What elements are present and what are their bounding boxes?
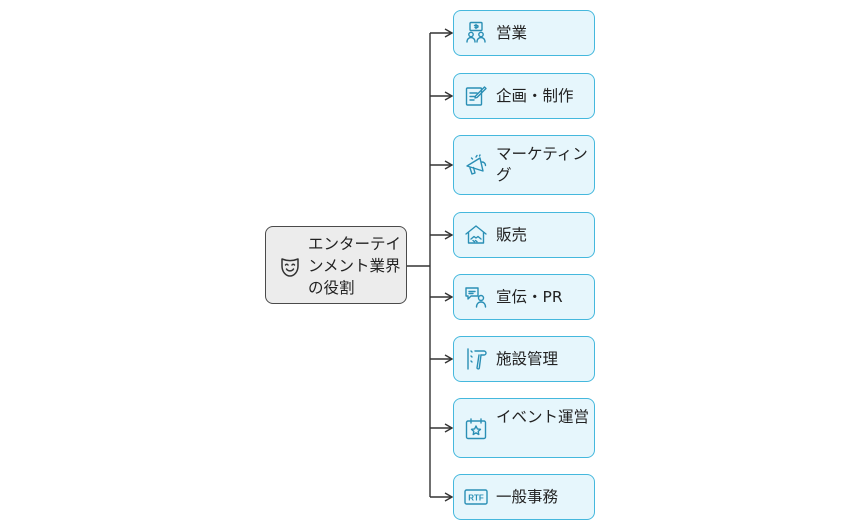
root-node: エンターテインメント業界の役割 [265, 226, 407, 304]
hammer-tool-icon [464, 347, 488, 371]
theater-mask-icon [278, 255, 302, 279]
calendar-star-icon [464, 417, 488, 441]
rtf-document-icon: RTF [464, 485, 488, 509]
megaphone-icon [464, 154, 488, 178]
node-label: 宣伝・PR [496, 288, 563, 306]
people-money-icon [464, 21, 488, 45]
node-marketing: マーケティング [453, 135, 595, 195]
svg-text:RTF: RTF [468, 494, 484, 503]
pencil-edit-icon [464, 84, 488, 108]
chat-person-icon [464, 285, 488, 309]
node-facility: 施設管理 [453, 336, 595, 382]
node-event: イベント運営 [453, 398, 595, 458]
node-label: 一般事務 [496, 488, 559, 506]
node-label: 企画・制作 [496, 87, 574, 105]
node-label: イベント運営 [496, 408, 590, 426]
node-label: 販売 [496, 226, 528, 244]
handshake-house-icon [464, 223, 488, 247]
node-sales: 営業 [453, 10, 595, 56]
root-label: エンターテインメント業界の役割 [308, 235, 402, 297]
node-label: マーケティング [496, 145, 588, 184]
node-sales-retail: 販売 [453, 212, 595, 258]
node-label: 営業 [496, 24, 528, 42]
node-label: 施設管理 [496, 350, 559, 368]
node-planning: 企画・制作 [453, 73, 595, 119]
node-office: RTF 一般事務 [453, 474, 595, 520]
node-pr: 宣伝・PR [453, 274, 595, 320]
